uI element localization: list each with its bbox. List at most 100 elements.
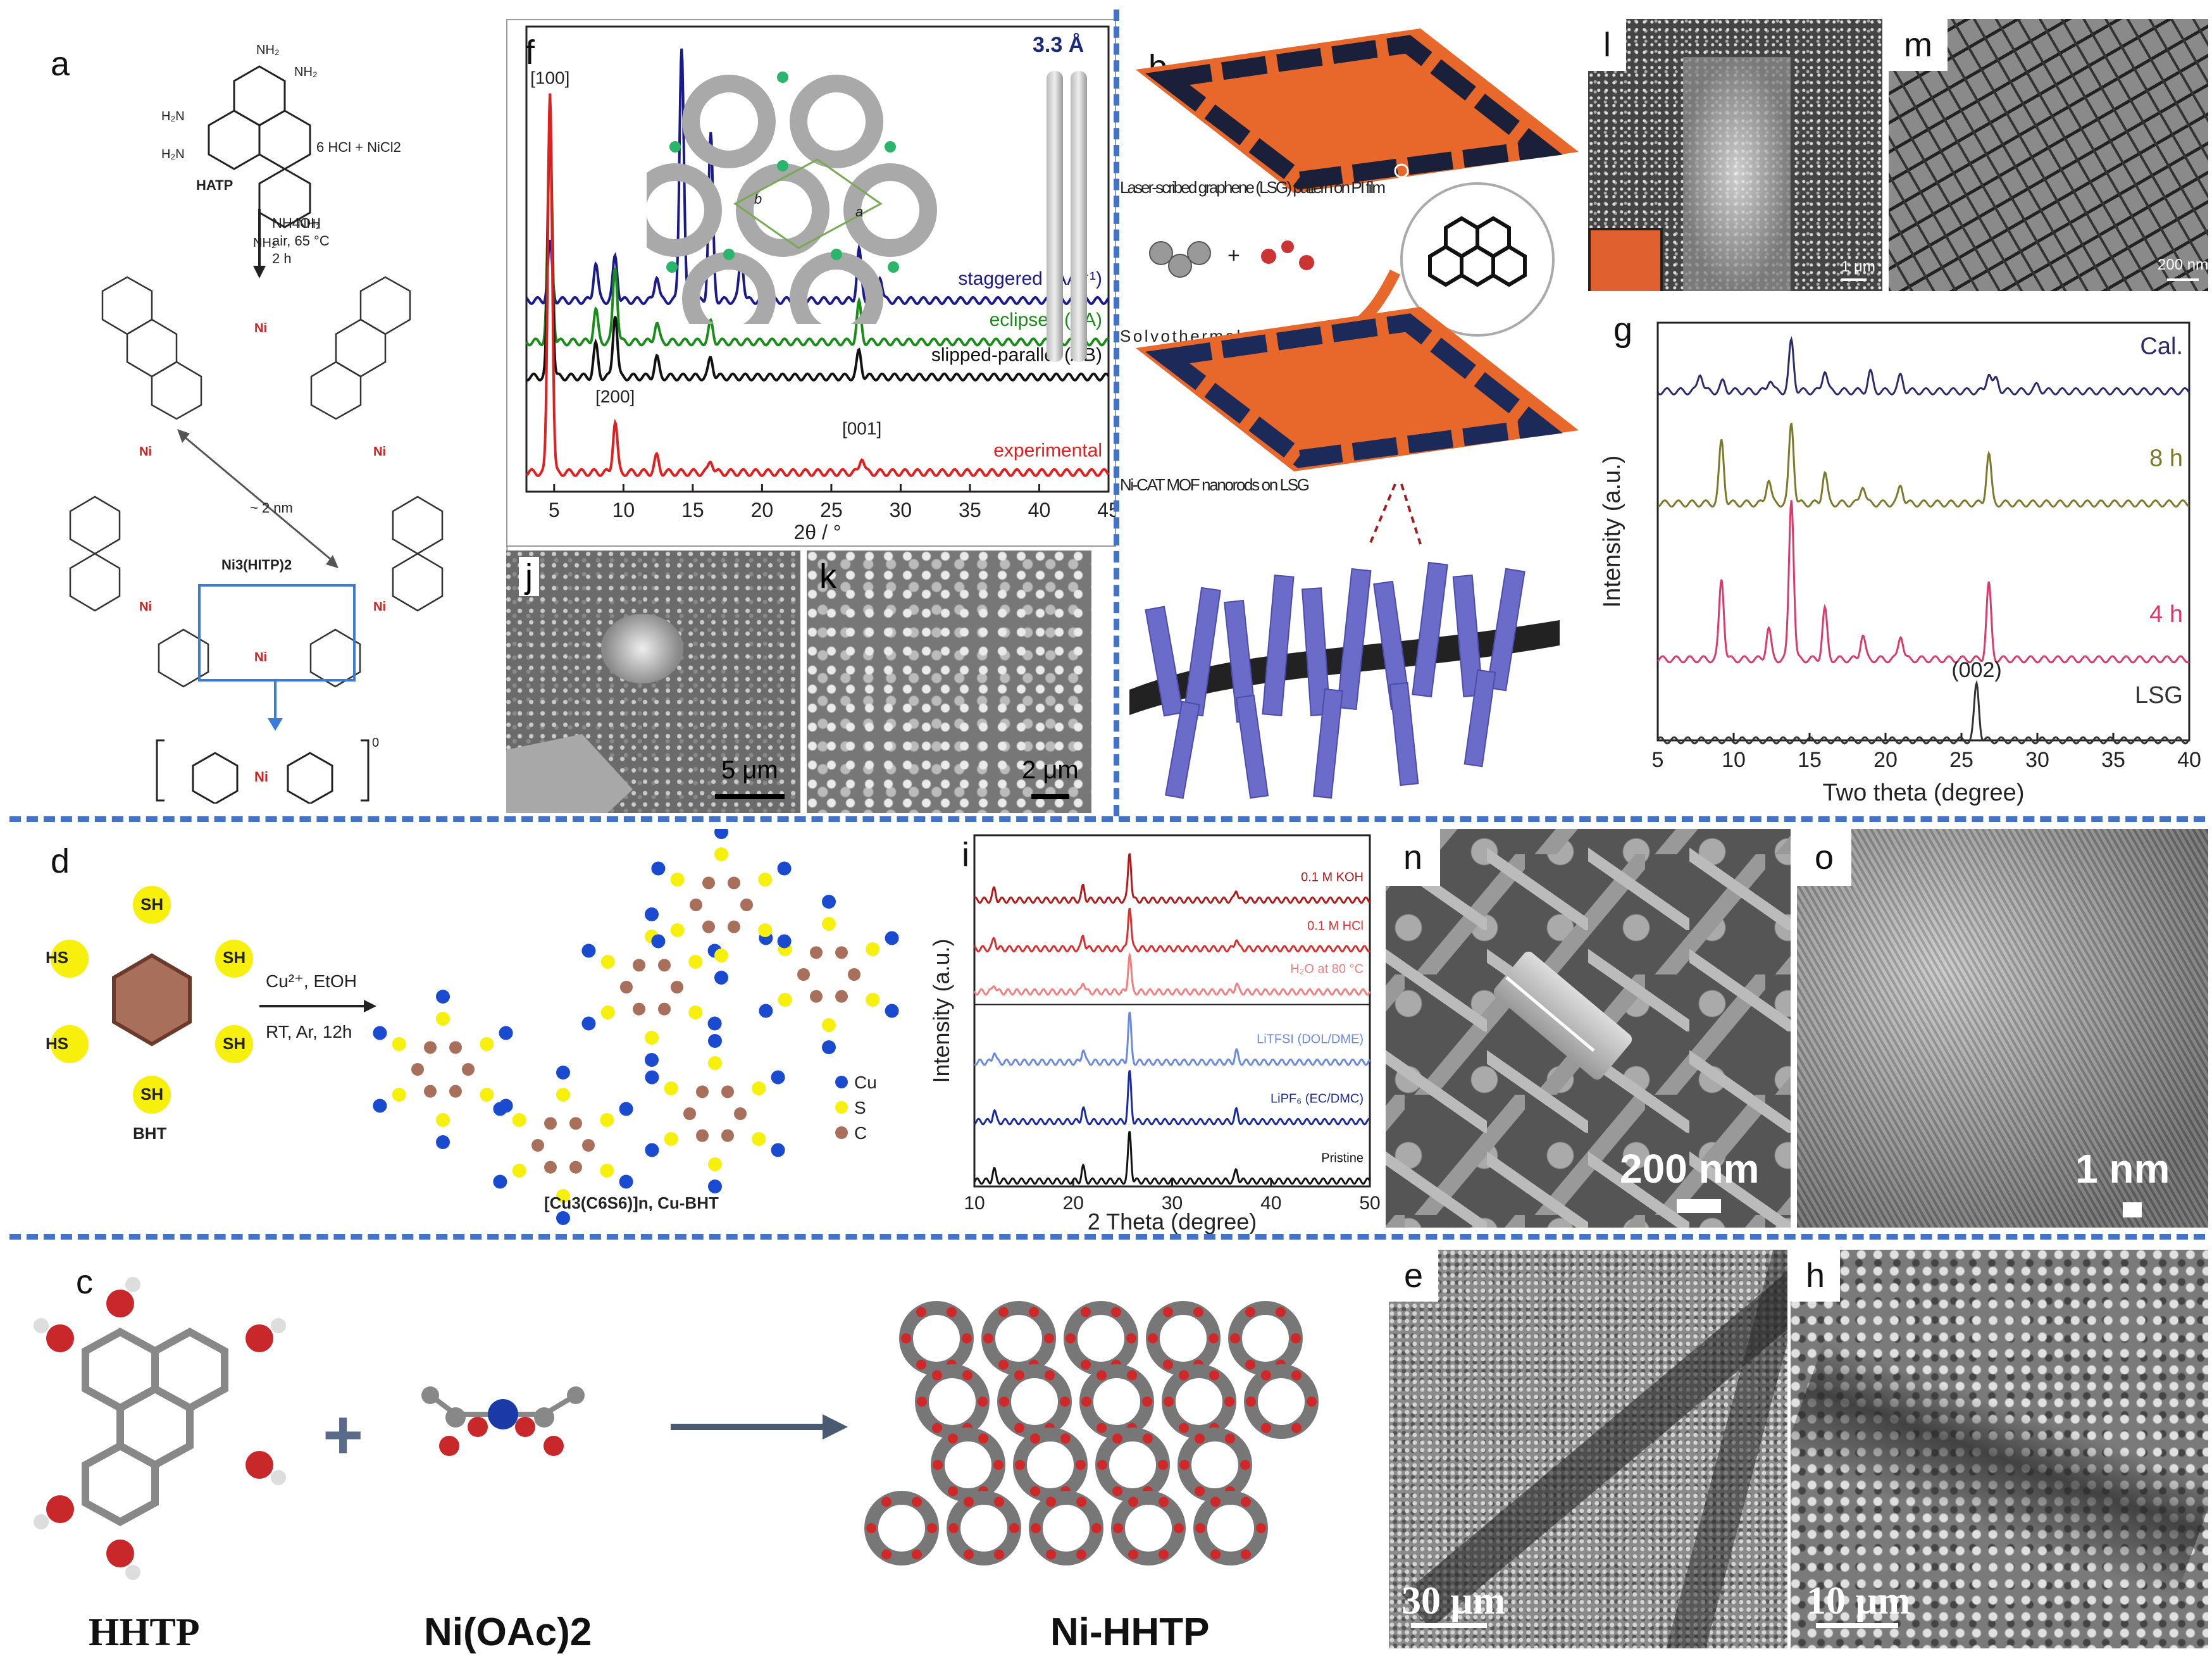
x-tick-label: 50 bbox=[1359, 1193, 1380, 1214]
carbon-atom bbox=[690, 899, 702, 911]
x-tick-label: 45 bbox=[1097, 499, 1115, 521]
oxygen-atom bbox=[983, 1333, 993, 1343]
carbon-atom bbox=[569, 1117, 582, 1130]
carbon-atom bbox=[728, 920, 740, 933]
oxygen-atom bbox=[1142, 1397, 1152, 1407]
sulfur-atom bbox=[512, 1164, 526, 1178]
svg-text:SH: SH bbox=[223, 948, 245, 967]
pore-ring bbox=[1013, 1428, 1088, 1502]
pore-ring bbox=[931, 1428, 1005, 1502]
copper-atom bbox=[708, 1179, 722, 1193]
panel-letter-o: o bbox=[1797, 829, 1852, 886]
oxygen-atom bbox=[964, 1497, 974, 1507]
series-line-2 bbox=[973, 952, 1371, 996]
oxygen-atom bbox=[1159, 1497, 1169, 1507]
panel-c: c + HHTP Ni(OAc)2 Ni-HHTP bbox=[6, 1243, 1386, 1667]
svg-text:Ni: Ni bbox=[254, 769, 268, 785]
carbon-atom bbox=[620, 981, 633, 993]
oxygen-atom bbox=[1060, 1397, 1070, 1407]
x-tick-label: 20 bbox=[1063, 1193, 1084, 1214]
hatp-label: HATP bbox=[196, 177, 233, 193]
oxygen-atom bbox=[1209, 1370, 1219, 1381]
oxygen-atom bbox=[978, 1397, 988, 1407]
oxygen-atom bbox=[1097, 1460, 1107, 1470]
carbon-atom bbox=[582, 1139, 595, 1152]
svg-text:Ni: Ni bbox=[254, 321, 267, 335]
oxygen-atom bbox=[1245, 1307, 1255, 1317]
oxygen-atom bbox=[1225, 1433, 1235, 1444]
pore-ring bbox=[1193, 1491, 1268, 1565]
y-axis-label: Intensity (a.u.) bbox=[928, 938, 954, 1083]
panel-b: b Laser-scribed graphene (LSG) pattern o… bbox=[1117, 19, 1585, 823]
pore-ring bbox=[1111, 1491, 1186, 1565]
oxygen-atom bbox=[1174, 1523, 1184, 1533]
copper-atom bbox=[645, 907, 659, 921]
interlayer-distance: 3.3 Å bbox=[1033, 33, 1084, 57]
carbon-atom bbox=[449, 1041, 462, 1054]
x-axis-label: Two theta (degree) bbox=[1823, 780, 2025, 806]
copper-atom bbox=[645, 1070, 659, 1085]
panel-letter-n: n bbox=[1386, 829, 1441, 886]
oxygen-atom bbox=[1045, 1370, 1055, 1381]
pore-ring bbox=[1146, 1301, 1221, 1376]
copper-atom bbox=[436, 990, 450, 1004]
scale-e: 30 μm bbox=[1401, 1579, 1506, 1622]
oxygen-atom bbox=[916, 1307, 926, 1317]
oxygen-atom bbox=[1164, 1397, 1174, 1407]
plot-frame bbox=[973, 834, 1371, 1188]
oxygen-atom bbox=[962, 1370, 972, 1381]
oxygen-atom bbox=[1179, 1460, 1190, 1470]
sulfur-atom bbox=[752, 1081, 766, 1095]
copper-atom bbox=[771, 1143, 785, 1157]
series-label-1: 0.1 M HCl bbox=[1307, 919, 1364, 933]
tem-image-m: m 200 nm bbox=[1889, 19, 2208, 291]
x-tick-label: 40 bbox=[1028, 499, 1051, 521]
oxygen-atom bbox=[912, 1549, 922, 1560]
series-line-3 bbox=[1656, 680, 2190, 745]
sulfur-atom bbox=[600, 1164, 614, 1178]
oxygen-atom bbox=[993, 1460, 1003, 1470]
oxygen-atom bbox=[1195, 1523, 1205, 1533]
hitp-product: Ni3(HITP)2 bbox=[221, 557, 292, 573]
copper-atom bbox=[759, 1004, 773, 1018]
svg-text:Ni: Ni bbox=[254, 650, 267, 664]
x-axis-label: 2θ / ° bbox=[793, 521, 841, 544]
series-line-0 bbox=[525, 48, 1110, 306]
panel-letter-c: c bbox=[76, 1263, 93, 1301]
sulfur-atom bbox=[866, 942, 880, 956]
oxygen-atom bbox=[1261, 1370, 1271, 1381]
copper-atom bbox=[777, 934, 792, 949]
sulfur-atom bbox=[556, 1189, 570, 1203]
carbon-atom bbox=[544, 1161, 557, 1174]
sulfur-atom bbox=[670, 873, 685, 887]
oxygen-atom bbox=[1179, 1422, 1189, 1433]
peak-annotation: [200] bbox=[595, 387, 635, 406]
x-tick-label: 10 bbox=[964, 1193, 985, 1214]
oxygen-atom bbox=[1111, 1307, 1121, 1317]
series-label-0: 0.1 M KOH bbox=[1301, 871, 1364, 885]
copper-atom bbox=[493, 1102, 507, 1116]
carbon-atom bbox=[740, 899, 753, 911]
carbon-atom bbox=[835, 990, 848, 1003]
nioac-label: Ni(OAc)2 bbox=[424, 1610, 592, 1654]
panel-letter-h: h bbox=[1791, 1250, 1841, 1302]
panel-letter-j: j bbox=[519, 557, 539, 596]
svg-text:Ni: Ni bbox=[139, 445, 152, 459]
oxygen-atom bbox=[962, 1333, 972, 1343]
oxygen-atom bbox=[912, 1497, 922, 1507]
pore-ring bbox=[1228, 1301, 1303, 1376]
sulfur-atom bbox=[436, 1012, 450, 1026]
series-label-3: LiTFSI (DOL/DME) bbox=[1257, 1033, 1364, 1047]
pore-ring bbox=[1095, 1428, 1170, 1502]
carbon-atom bbox=[411, 1063, 424, 1076]
oxygen-atom bbox=[1014, 1370, 1024, 1381]
sulfur-atom bbox=[714, 949, 728, 962]
copper-atom bbox=[651, 861, 666, 876]
svg-text:+: + bbox=[323, 1396, 363, 1474]
pore-ring bbox=[1064, 1301, 1138, 1376]
copper-atom bbox=[556, 1066, 570, 1080]
carbon-atom bbox=[702, 876, 715, 890]
